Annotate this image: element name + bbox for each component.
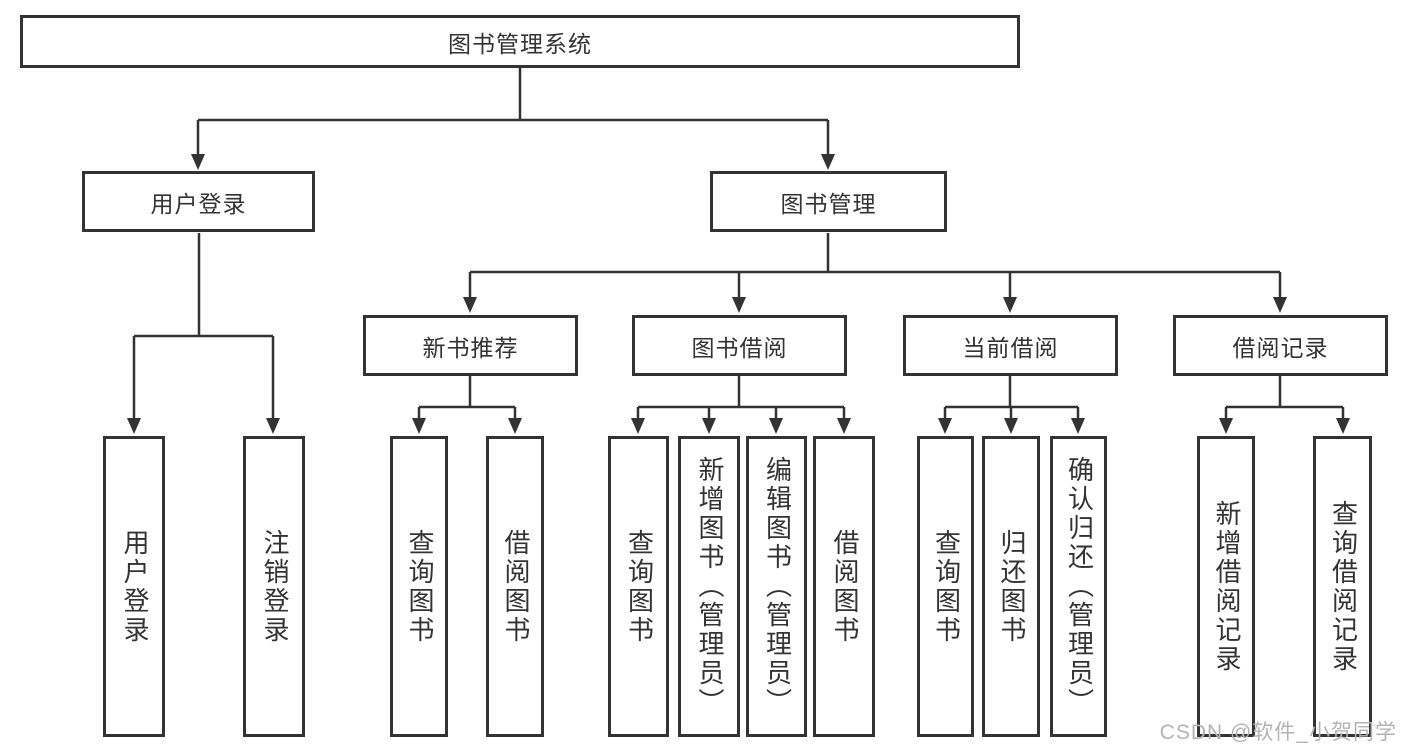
leaf-borrow-add-books-admin-label: 新增图书（管理员） — [694, 456, 725, 717]
leaf-record-query-label: 查询借阅记录 — [1328, 499, 1359, 674]
leaf-record-add: 新增借阅记录 — [1197, 436, 1255, 737]
leaf-logout: 注销登录 — [243, 436, 305, 737]
leaf-current-query-books-label: 查询图书 — [931, 528, 962, 645]
node-new-book-recommend: 新书推荐 — [363, 315, 578, 376]
leaf-user-login: 用户登录 — [103, 436, 165, 737]
node-borrow-records: 借阅记录 — [1173, 315, 1388, 376]
leaf-user-login-label: 用户登录 — [119, 528, 150, 645]
watermark: CSDN @软件_小贺同学 — [1159, 721, 1397, 744]
node-current-borrow: 当前借阅 — [903, 315, 1118, 376]
leaf-borrow-borrow-books-label: 借阅图书 — [829, 528, 860, 645]
leaf-recommend-query-books-label: 查询图书 — [404, 528, 435, 645]
leaf-borrow-query-books: 查询图书 — [608, 436, 669, 737]
leaf-borrow-query-books-label: 查询图书 — [624, 528, 655, 645]
node-book-borrow: 图书借阅 — [632, 315, 847, 376]
leaf-recommend-query-books: 查询图书 — [390, 436, 448, 737]
leaf-borrow-add-books-admin: 新增图书（管理员） — [678, 436, 740, 737]
leaf-current-confirm-return-admin-label: 确认归还（管理员） — [1064, 456, 1095, 717]
leaf-current-query-books: 查询图书 — [917, 436, 974, 737]
leaf-borrow-borrow-books: 借阅图书 — [813, 436, 875, 737]
leaf-current-confirm-return-admin: 确认归还（管理员） — [1050, 436, 1107, 737]
leaf-current-return-books: 归还图书 — [982, 436, 1040, 737]
node-book-management: 图书管理 — [710, 171, 947, 232]
leaf-borrow-edit-books-admin-label: 编辑图书（管理员） — [762, 456, 793, 717]
leaf-record-query: 查询借阅记录 — [1313, 436, 1372, 737]
leaf-record-add-label: 新增借阅记录 — [1211, 499, 1242, 674]
node-library-system: 图书管理系统 — [20, 15, 1020, 68]
leaf-recommend-borrow-books-label: 借阅图书 — [500, 528, 531, 645]
leaf-recommend-borrow-books: 借阅图书 — [486, 436, 544, 737]
leaf-borrow-edit-books-admin: 编辑图书（管理员） — [746, 436, 807, 737]
leaf-logout-label: 注销登录 — [259, 528, 290, 645]
leaf-current-return-books-label: 归还图书 — [996, 528, 1027, 645]
node-user-login: 用户登录 — [82, 171, 315, 232]
